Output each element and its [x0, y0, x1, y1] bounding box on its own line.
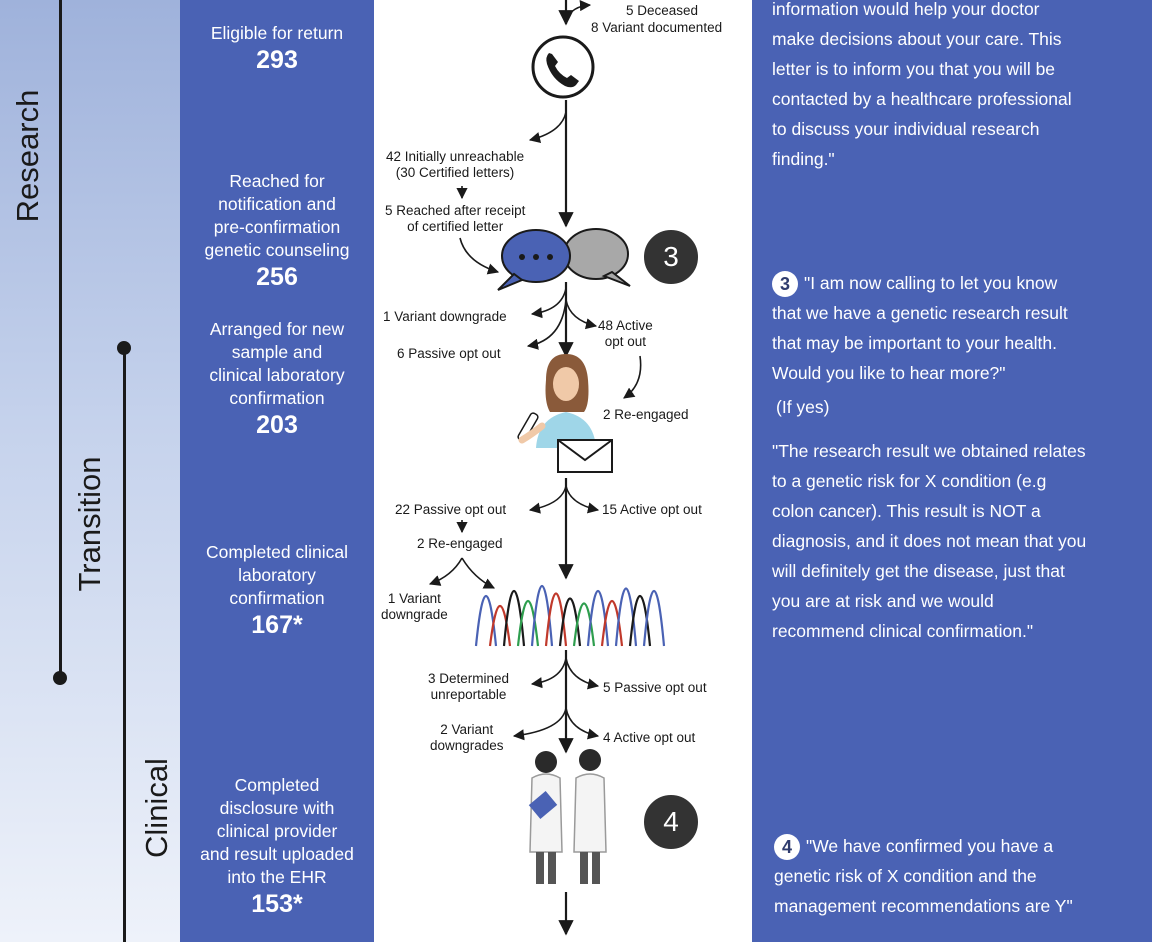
step-3-badge-label: 3 — [663, 241, 679, 272]
annotation-deceased: 5 Deceased — [626, 3, 699, 18]
annotation-re-engaged: 2 Re-engaged — [603, 407, 689, 422]
stage-arranged: Arranged for new sample and clinical lab… — [180, 318, 374, 440]
quote-step-4: 4"We have confirmed you have a genetic r… — [774, 801, 1073, 921]
phone-icon — [531, 35, 595, 99]
stage-label: Eligible for return — [210, 23, 344, 43]
annotation-variant-downgrade: 1 Variant downgrade — [381, 591, 448, 622]
annotation-active-opt-out-4: 4 Active opt out — [603, 730, 696, 745]
stage-counts-column — [180, 0, 374, 942]
annotation-passive-opt-out-5: 5 Passive opt out — [603, 680, 707, 695]
script-quotes-column — [752, 0, 1152, 942]
annotation-active-opt-out-15: 15 Active opt out — [602, 502, 702, 517]
stage-reached: Reached for notification and pre-confirm… — [180, 170, 374, 292]
stage-count: 167* — [251, 611, 303, 639]
transition-timeline-line — [123, 348, 126, 942]
stage-eligible: Eligible for return 293 — [180, 22, 374, 75]
stage-label: Reached for notification and pre-confirm… — [204, 171, 350, 260]
quote-step-3: 3"I am now calling to let you know that … — [772, 238, 1068, 388]
quote-if-yes: (If yes) — [776, 397, 830, 417]
stage-label: Completed disclosure with clinical provi… — [200, 775, 354, 887]
chat-bubbles-icon — [497, 228, 631, 291]
annotation-variant-downgrades: 2 Variant downgrades — [430, 722, 504, 753]
stage-confirmed: Completed clinical laboratory confirmati… — [180, 541, 374, 640]
step-3-badge — [642, 228, 700, 286]
phase-column-background — [0, 0, 180, 942]
quote-research-result: "The research result we obtained relates… — [772, 441, 1087, 641]
stage-count: 203 — [256, 411, 298, 439]
sequencing-chromatogram-icon — [474, 585, 666, 647]
annotation-passive-opt-out-22: 22 Passive opt out — [395, 502, 507, 517]
stage-label: Arranged for new sample and clinical lab… — [209, 319, 345, 408]
step-4-badge-label: 4 — [663, 806, 679, 837]
quote-step-4-marker: 4 — [774, 834, 800, 861]
annotation-initially-unreachable: 42 Initially unreachable (30 Certified l… — [386, 149, 525, 180]
annotation-variant-documented: 8 Variant documented — [591, 20, 723, 35]
annotation-passive-opt-out-6: 6 Passive opt out — [397, 346, 501, 361]
quote-step-4-text: "We have confirmed you have a genetic ri… — [774, 836, 1073, 916]
research-timeline-end-dot — [53, 671, 67, 685]
stage-disclosed: Completed disclosure with clinical provi… — [180, 774, 374, 919]
step-4-badge — [642, 793, 700, 851]
stage-count: 293 — [256, 46, 298, 74]
stage-label: Completed clinical laboratory confirmati… — [205, 542, 348, 608]
annotation-variant-downgrade: 1 Variant downgrade — [383, 309, 507, 324]
stage-count: 256 — [256, 263, 298, 291]
annotation-active-opt-out-48: 48 Active opt out — [598, 318, 653, 349]
patient-sample-icon — [517, 354, 613, 473]
branch-arrows — [428, 0, 642, 741]
annotation-re-engaged: 2 Re-engaged — [417, 536, 503, 551]
stage-count: 153* — [251, 890, 303, 918]
annotation-reached-after-letter: 5 Reached after receipt of certified let… — [385, 203, 526, 234]
quote-letter-text: information would help your doctor make … — [772, 0, 1072, 169]
annotation-determined-unreportable: 3 Determined unreportable — [428, 671, 510, 702]
quote-step-3-text: "I am now calling to let you know that w… — [772, 273, 1068, 383]
quote-step-3-marker: 3 — [772, 271, 798, 298]
clinicians-icon — [528, 749, 607, 884]
research-timeline-line — [59, 0, 62, 678]
